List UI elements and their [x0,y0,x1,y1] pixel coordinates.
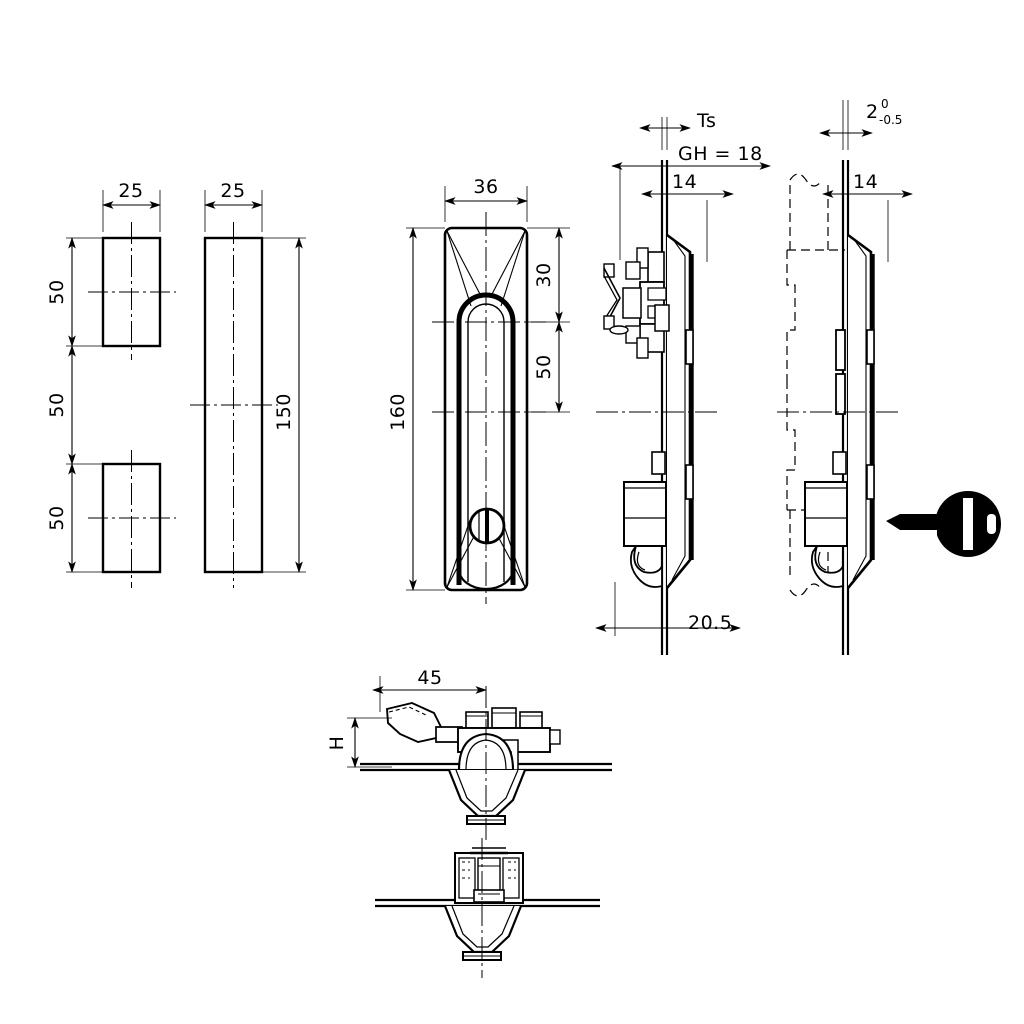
label-grip-height: GH = 18 [678,143,763,165]
label-panel-thickness: Ts [696,110,716,132]
cam-fork-inner [603,275,618,321]
chamfer-top-left-2 [446,230,472,307]
label-height-h: H [326,736,348,751]
section2-right-detail [508,861,516,879]
view-section-top [347,676,612,840]
escutcheon-tab-low [685,464,694,500]
fitting-block-right [519,711,543,729]
view-cutout-two-hole [66,190,176,588]
label-slot-width: 25 [220,180,245,202]
label-front-width: 36 [473,176,498,198]
cam-washer [609,325,629,335]
label-plate-thickness: 2 [866,101,879,123]
key-blade [886,514,938,530]
key-blade-cut-3 [905,530,910,535]
label-cutout-width: 25 [118,180,143,202]
section2-base [473,889,505,903]
label-depth-14-right: 14 [853,171,878,193]
hidden-mid-lug-a [835,329,846,371]
key-blade-cut-1 [918,530,925,537]
label-cam-reach: 45 [417,667,442,689]
key-head-notch [987,514,996,534]
lock-cam-hook-r [810,545,844,588]
escutcheon-edge-top [666,234,673,239]
view-side-right [777,100,913,655]
lock-clip [651,451,666,475]
cam-arm-tip-bot [603,315,615,330]
label-cutout-seg-bot: 50 [46,505,68,530]
cam-arm-body [385,702,443,743]
lock-clip-r [832,451,847,475]
key-symbol [886,491,1001,557]
label-cutout-seg-mid: 50 [46,392,68,417]
hidden-break-bottom [789,583,823,597]
label-plate-tol-upper: 0 [881,97,889,111]
label-front-30: 30 [533,262,555,287]
section2-dome [443,905,523,954]
fitting-block-left [465,711,489,729]
lock-body-side [623,451,667,588]
hidden-left-profile-upper [786,250,796,380]
cam-detail-a [647,287,667,301]
cam-top-lug [636,247,649,269]
lock-housing-r [804,481,848,547]
hidden-break-top [789,173,823,187]
cam-bottom-lug [636,337,649,359]
escutcheon-right-tab-mid [866,329,875,365]
view-side-left [595,117,771,655]
escutcheon-side-inner [671,237,686,581]
label-plate-tol-lower: -0.5 [879,113,902,127]
view-front-handle [406,186,570,604]
escutcheon-right-inner [852,237,867,581]
section2-left-chamber [458,857,476,899]
escutcheon-right-tab-low [866,464,875,500]
label-front-50: 50 [533,354,555,379]
lock-side-lug [549,729,561,745]
cam-hub-left [622,287,642,319]
handle-bottom-cap [457,568,515,591]
chamfer-top-right [490,230,526,297]
chamfer-top-left [446,230,482,297]
key-blade-cut-2 [931,530,937,536]
mechanism-cam-assembly [603,247,670,359]
fitting-block-mid [491,707,517,729]
escutcheon-tab-mid [685,329,694,365]
lock-cam-hook-r-inner [817,551,827,571]
label-front-height: 160 [387,393,409,431]
cam-top-bracket [625,261,641,280]
view-cutout-single-slot [190,190,306,588]
view-section-bottom [375,838,600,978]
hidden-left-profile-lower [786,380,796,510]
label-depth-14: 14 [672,171,697,193]
cam-shaft [654,304,670,332]
cam-top-block [647,251,665,283]
label-slot-height: 150 [273,393,295,431]
lock-body-side-right [804,451,848,588]
lock-cam-hook-inner [636,551,646,571]
key-head-slot [963,498,973,550]
label-projection-205: 20.5 [688,612,732,634]
hidden-mid-lug-b [835,373,846,415]
section2-left-detail [462,861,470,879]
lock-housing [623,481,667,547]
handle-dome-bottom [447,769,527,818]
label-cutout-seg-top: 50 [46,279,68,304]
lock-cam-hook [629,545,663,588]
chamfer-top-right-2 [500,230,526,307]
